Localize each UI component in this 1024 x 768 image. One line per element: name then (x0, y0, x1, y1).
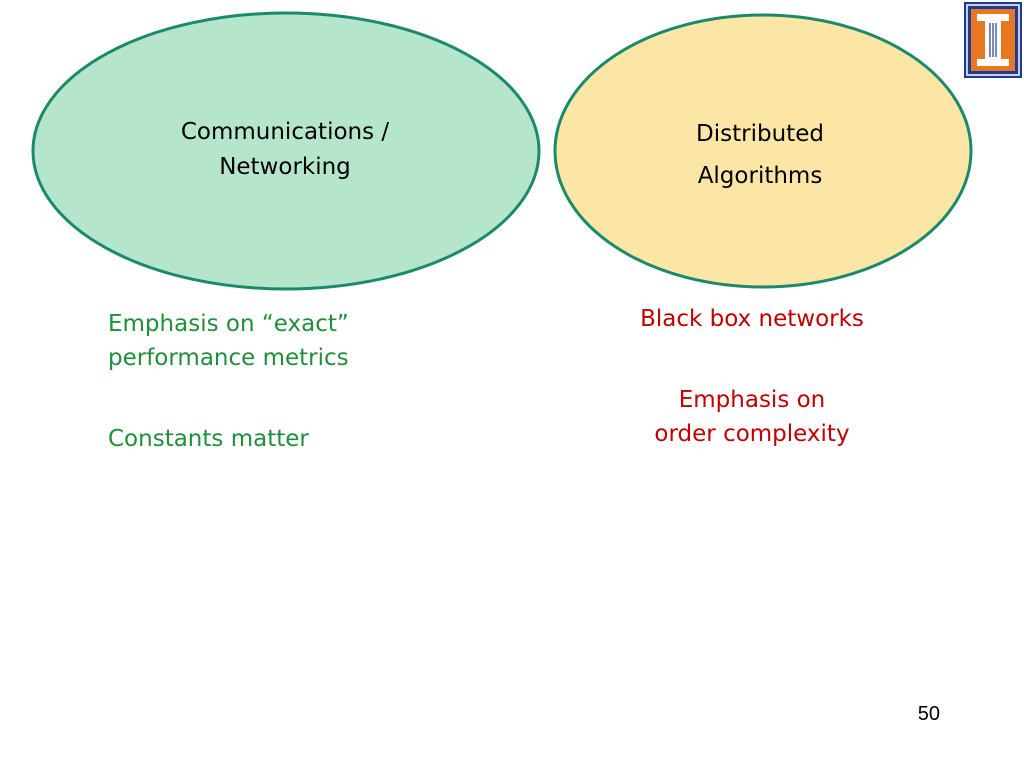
note-black-box-networks: Black box networks (602, 302, 902, 336)
ellipse-label-line: Communications / (180, 119, 390, 145)
note-line: Emphasis on (678, 387, 826, 413)
note-line: order complexity (654, 421, 850, 447)
university-column-logo-icon (964, 2, 1022, 78)
ellipse-label-line: Algorithms (697, 163, 823, 190)
note-line: performance metrics (108, 345, 349, 371)
ellipse-label-communications-networking: Communications / Networking (130, 115, 440, 185)
note-exact-performance-metrics: Emphasis on “exact” performance metrics (108, 307, 349, 375)
note-line: Constants matter (108, 426, 309, 452)
page-number: 50 (917, 703, 940, 725)
ellipse-label-distributed-algorithms: Distributed Algorithms (610, 113, 910, 197)
note-order-complexity: Emphasis on order complexity (602, 383, 902, 451)
ellipse-label-line: Distributed (696, 121, 824, 147)
ellipse-communications-networking (31, 11, 541, 291)
ellipse-label-line: Networking (219, 153, 351, 180)
ellipse-distributed-algorithms (553, 13, 973, 289)
note-constants-matter: Constants matter (108, 422, 309, 456)
note-line: Emphasis on “exact” (108, 311, 349, 337)
note-line: Black box networks (640, 306, 864, 332)
